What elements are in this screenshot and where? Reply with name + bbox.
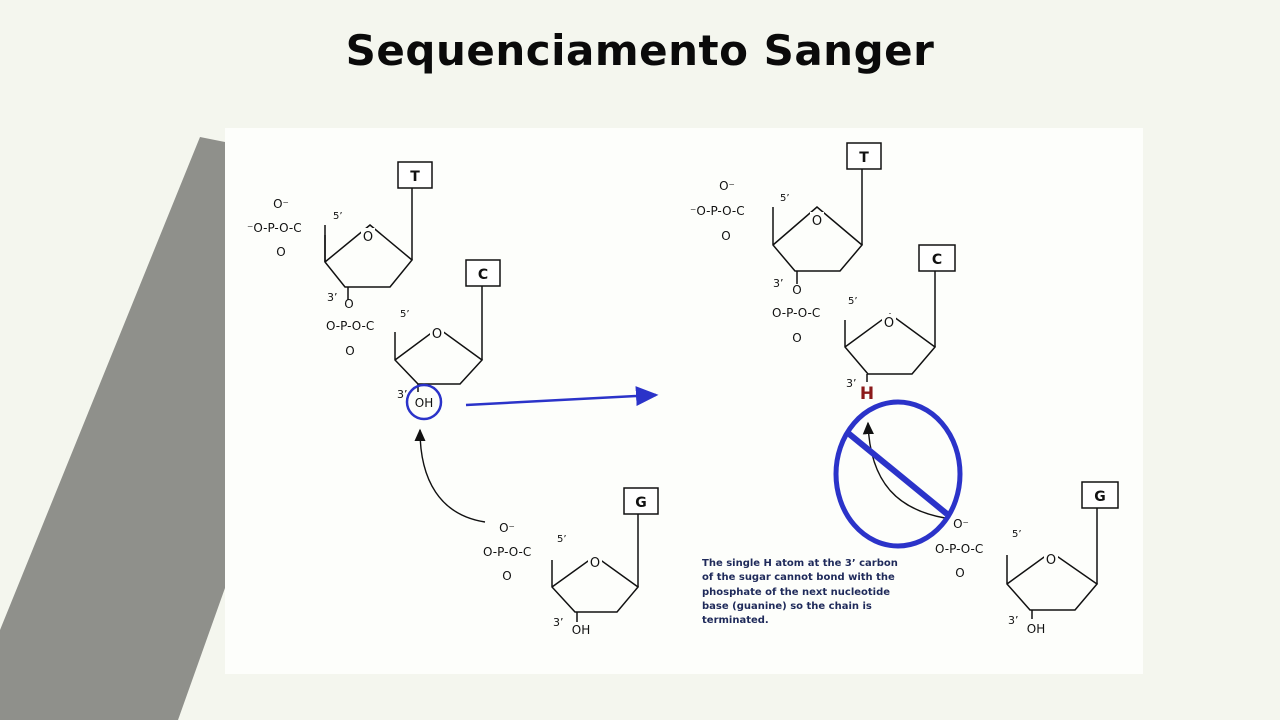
phosphate-bottom-o: O [721,229,730,243]
base-label: G [1094,489,1106,505]
phosphate-top-o: O⁻ [953,517,969,531]
carbon-3-label: 3’ [553,616,564,629]
transition-arrow [465,386,659,407]
carbon-5-label: 5’ [780,193,790,204]
right-nucleotide-top: T O O⁻ ⁻O-P-O-C O 5’ [690,142,882,272]
ring-oxygen: O [884,316,894,331]
phosphate-bottom-o: O [502,569,511,583]
base-label: C [932,252,942,268]
carbon-3-label: 3’ [846,377,857,390]
incoming-nucleotide-left: O⁻ O-P-O-C O 5’ G O 3’ OH [483,487,659,637]
prohibition-icon [833,399,963,549]
hydroxyl-label: OH [572,623,590,637]
phosphate-top-o: O⁻ [273,197,289,211]
left-nucleotide-middle: 3’ O O-P-O-C O 5’ C O 3’ OH [326,259,501,421]
sugar-ring [772,206,864,272]
phosphate-row: O-P-O-C [326,319,374,333]
linker-carbon-3: 3’ [327,291,338,304]
carbon-5-label: 5’ [400,309,410,320]
hydroxyl-label: OH [415,396,433,410]
hydrogen-label: H [860,384,874,404]
carbon-3-label: 3’ [397,388,408,401]
phosphate-bottom-o: O [792,331,801,345]
carbon-3-label: 3’ [1008,614,1019,627]
hydroxyl-label: OH [1027,622,1045,636]
phosphate-top-o: O⁻ [719,179,735,193]
base-box-t [397,161,433,189]
phosphate-top-o: O⁻ [499,521,515,535]
linker-o: O [792,283,801,297]
blocked-bond-arrow [862,421,946,519]
left-nucleotide-top: T O O⁻ ⁻O-P-O-C O 5’ [247,161,433,288]
linker-o: O [344,297,353,311]
diagram-panel [225,128,1143,674]
base-label: T [859,150,869,166]
phosphate-bottom-o: O [955,566,964,580]
ring-oxygen: O [590,556,600,571]
incoming-nucleotide-right: O⁻ O-P-O-C O 5’ G O 3’ OH [935,481,1119,636]
base-label: C [478,267,488,283]
base-box-g [623,487,659,515]
base-box-c [918,244,956,272]
phosphate-row: O-P-O-C [935,542,983,556]
termination-caption: The single H atom at the 3’ carbon of th… [702,558,898,627]
carbon-5-label: 5’ [848,296,858,307]
phosphate-row: O-P-O-C [483,545,531,559]
slide-title: Sequenciamento Sanger [345,26,935,75]
ring-oxygen: O [432,327,442,342]
base-label: G [635,495,647,511]
phosphate-row: ⁻O-P-O-C [690,204,745,218]
base-label: T [410,169,420,185]
base-box-c [465,259,501,287]
carbon-5-label: 5’ [557,534,567,545]
phosphate-row: ⁻O-P-O-C [247,221,302,235]
bond-arrow [414,428,486,523]
ring-oxygen: O [363,230,373,245]
carbon-5-label: 5’ [333,211,343,222]
hydroxyl-highlight-circle [405,383,443,421]
phosphate-bottom-o: O [345,344,354,358]
phosphate-bottom-o: O [276,245,285,259]
carbon-5-label: 5’ [1012,529,1022,540]
base-box-g [1081,481,1119,509]
linker-carbon-3: 3’ [773,277,784,290]
ring-oxygen: O [812,214,822,229]
base-box-t [846,142,882,170]
right-nucleotide-middle: 3’ O O-P-O-C O 5’ C O 3’ H [772,244,956,404]
phosphate-row: O-P-O-C [772,306,820,320]
ring-oxygen: O [1046,553,1056,568]
